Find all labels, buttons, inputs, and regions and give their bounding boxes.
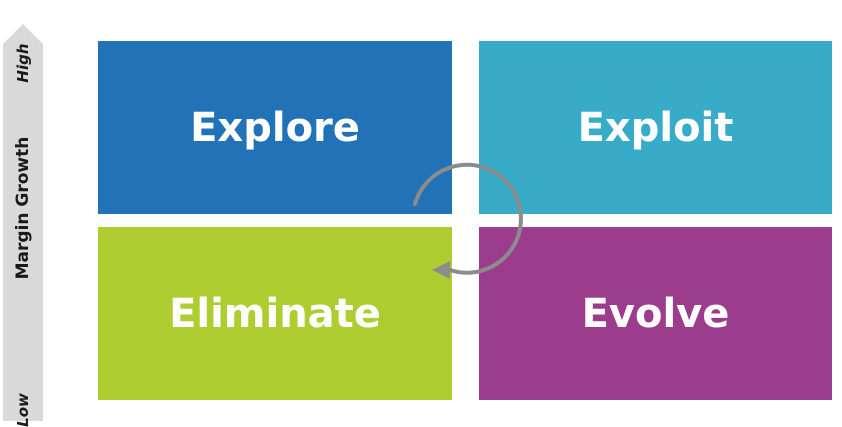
axis-high-label: High [14, 43, 32, 83]
axis-arrow-icon [3, 24, 43, 421]
cycle-arrow-icon [413, 162, 523, 279]
quadrant-explore: Explore [98, 41, 452, 214]
axis-title: Margin Growth [13, 136, 33, 280]
vertical-axis: High Margin Growth Low [0, 0, 60, 427]
quadrant-exploit: Exploit [479, 41, 832, 214]
axis-low-label: Low [14, 393, 32, 427]
quadrant-evolve: Evolve [479, 227, 832, 400]
quadrant-eliminate: Eliminate [98, 227, 452, 400]
